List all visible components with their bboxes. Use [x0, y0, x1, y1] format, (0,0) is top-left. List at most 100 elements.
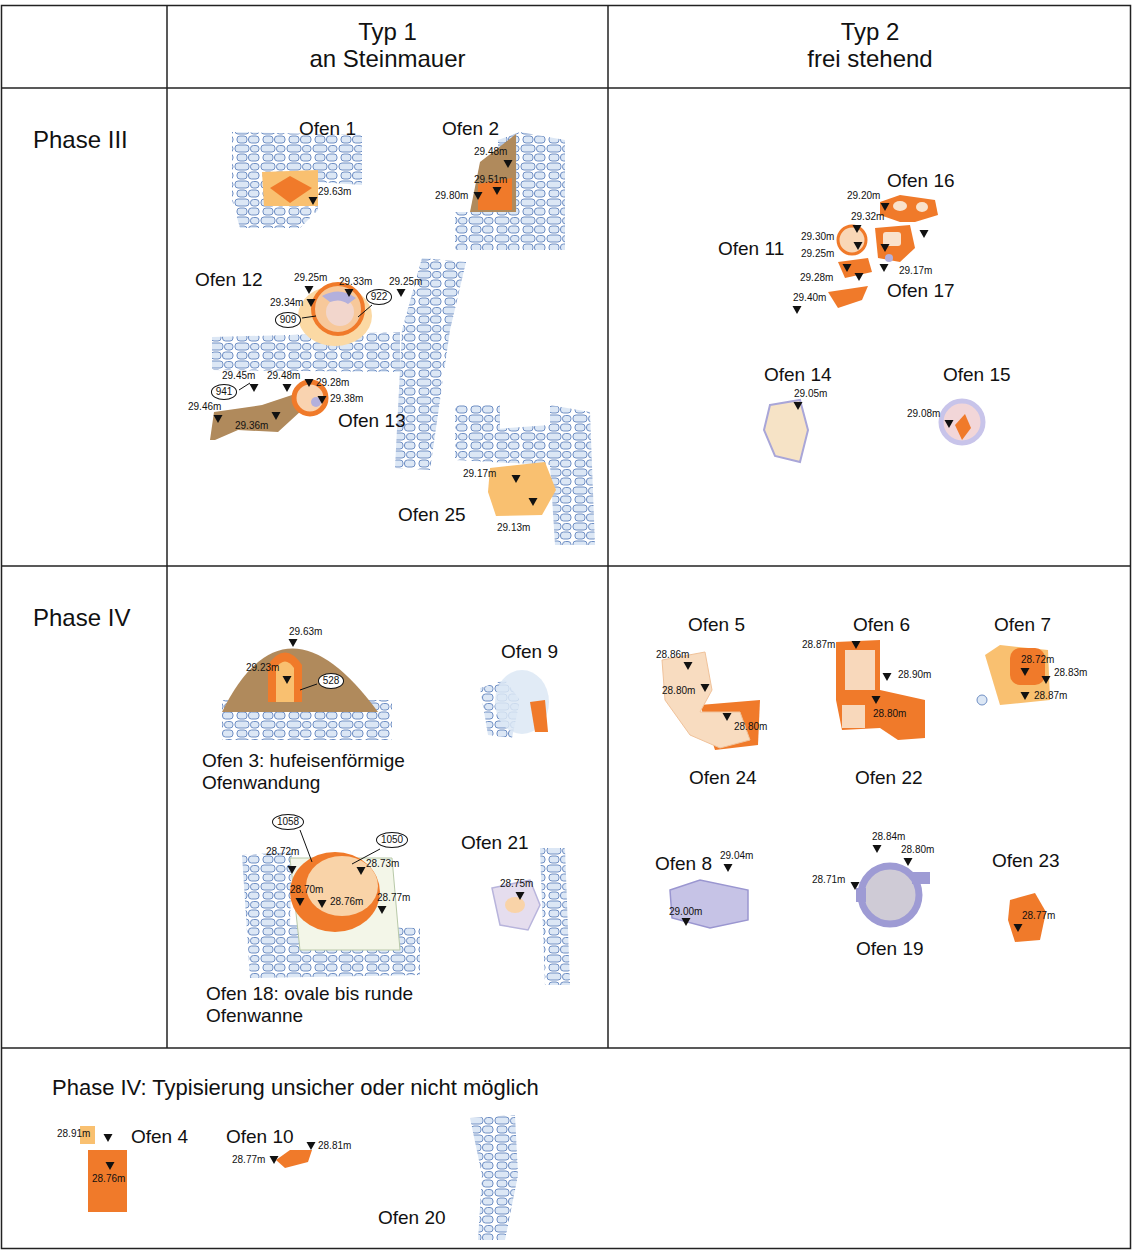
stone-wall-part — [242, 852, 420, 978]
table-cell: Ofen 1629.20m29.32mOfen 1129.30m29.25m29… — [608, 88, 1132, 566]
oven-remains-part — [764, 400, 808, 462]
oven-remains-part — [268, 653, 302, 703]
stone-wall — [212, 132, 595, 1240]
elevation-label: 28.87m — [1034, 690, 1067, 702]
oven-label: Ofen 19 — [856, 938, 924, 960]
table-grid-part — [1, 87, 1131, 89]
oven-label: Ofen 21 — [461, 832, 529, 854]
elevation-label: 29.48m — [267, 370, 300, 382]
column-heading: frei stehend — [807, 45, 932, 72]
stone-wall-part — [232, 132, 362, 228]
elevation-marker-part — [283, 384, 292, 392]
column-heading: Typ 1 — [358, 18, 417, 45]
elevation-marker-part — [843, 264, 852, 272]
leader-line-part — [239, 383, 250, 390]
elevation-label: 29.46m — [188, 401, 221, 413]
callout-circle: 1050 — [376, 832, 408, 848]
elevation-label: 29.25m — [389, 276, 422, 288]
elevation-marker-part — [1042, 676, 1051, 684]
oven-label: Ofen 8 — [655, 853, 712, 875]
elevation-label: 29.40m — [793, 292, 826, 304]
elevation-marker-part — [794, 402, 803, 410]
oven-label: Ofen 10 — [226, 1126, 294, 1148]
callout-number: 909 — [280, 314, 297, 325]
stone-wall-part — [540, 848, 570, 985]
oven-caption: Ofen 18: ovale bis runde Ofenwanne — [206, 983, 441, 1027]
elevation-label: 28.86m — [656, 649, 689, 661]
elevation-marker-part — [283, 676, 292, 684]
elevation-label: 28.84m — [872, 831, 905, 843]
leader-line-part — [300, 684, 317, 690]
oven-label: Ofen 6 — [853, 614, 910, 636]
oven-remains-part — [262, 170, 318, 206]
elevation-marker-part — [684, 662, 693, 670]
elevation-label: 28.72m — [266, 846, 299, 858]
elevation-marker-part — [880, 264, 889, 272]
elevation-label: 28.73m — [366, 858, 399, 870]
elevation-marker-part — [1021, 692, 1030, 700]
elevation-label: 29.00m — [669, 906, 702, 918]
oven-label: Ofen 17 — [887, 280, 955, 302]
elevation-marker-part — [904, 858, 913, 866]
oven-remains-part — [505, 897, 525, 913]
oven-label: Ofen 7 — [994, 614, 1051, 636]
stone-wall-part — [212, 332, 400, 372]
elevation-label: 29.04m — [720, 850, 753, 862]
table-cell: Phase IV: Typisierung unsicher oder nich… — [1, 1048, 1131, 1249]
oven-label: Ofen 20 — [378, 1207, 446, 1229]
elevation-marker-part — [305, 286, 314, 294]
elevation-marker-part — [309, 197, 318, 205]
elevation-label: 29.28m — [316, 377, 349, 389]
table-cell: 29.63m29.23mOfen 9Ofen 3: hufeisenförmig… — [167, 566, 608, 1048]
elevation-marker-part — [378, 906, 387, 914]
elevation-marker-part — [307, 299, 316, 307]
elevation-label: 29.45m — [222, 370, 255, 382]
elevation-label: 28.70m — [290, 884, 323, 896]
elevation-marker-part — [1014, 924, 1023, 932]
elevation-marker-part — [872, 696, 881, 704]
table-grid — [1, 5, 1131, 1249]
elevation-label: 29.51m — [474, 174, 507, 186]
elevation-marker-part — [305, 379, 314, 387]
elevation-label: 28.77m — [232, 1154, 265, 1166]
elevation-label: 29.05m — [794, 388, 827, 400]
elevation-label: 28.76m — [330, 896, 363, 908]
leader-line-part — [300, 830, 312, 862]
oven-label: Ofen 12 — [195, 269, 263, 291]
oven-remains-part — [955, 414, 971, 440]
elevation-marker-part — [723, 713, 732, 721]
elevation-label: 29.30m — [801, 231, 834, 243]
elevation-label: 28.71m — [812, 874, 845, 886]
elevation-marker-part — [516, 892, 525, 900]
oven-label: Ofen 25 — [398, 504, 466, 526]
row-heading: Phase III — [33, 126, 128, 153]
elevation-marker-part — [855, 273, 864, 281]
elevation-marker-part — [214, 415, 223, 423]
oven-remains-part — [836, 640, 925, 740]
elevation-marker-part — [474, 192, 483, 200]
elevation-label: 28.72m — [1021, 654, 1054, 666]
elevation-label: 29.48m — [474, 146, 507, 158]
oven-label: Ofen 15 — [943, 364, 1011, 386]
elevation-marker-part — [873, 845, 882, 853]
oven-remains-part — [912, 872, 930, 884]
elevation-label: 28.75m — [500, 878, 533, 890]
elevation-label: 29.08m — [907, 408, 940, 420]
elevation-marker-part — [270, 1156, 279, 1164]
elevation-marker-part — [318, 396, 327, 404]
elevation-marker-part — [288, 866, 297, 874]
elevation-label: 29.36m — [235, 420, 268, 432]
table-grid-part — [2, 6, 1131, 1249]
oven-remains-part — [845, 650, 875, 690]
oven-caption: Ofen 3: hufeisenförmige Ofenwandung — [202, 750, 437, 794]
callout-circle: 528 — [318, 673, 345, 689]
elevation-marker-part — [724, 864, 733, 872]
elevation-marker-part — [682, 918, 691, 926]
oven-remains — [80, 134, 1050, 1212]
elevation-label: 28.91m — [57, 1128, 90, 1140]
elevation-marker-part — [493, 187, 502, 195]
callout-circle: 922 — [366, 289, 393, 305]
oven-label: Ofen 4 — [131, 1126, 188, 1148]
elevation-label: 29.32m — [851, 211, 884, 223]
